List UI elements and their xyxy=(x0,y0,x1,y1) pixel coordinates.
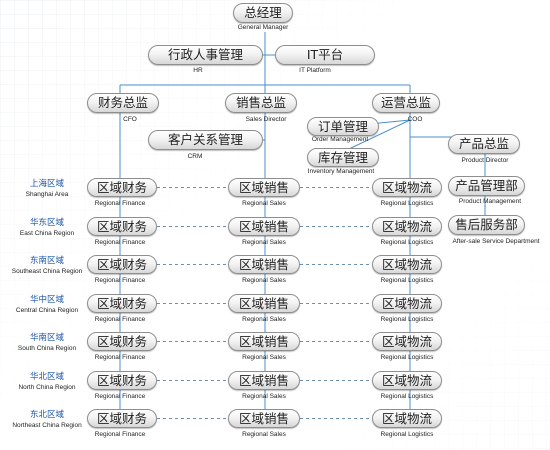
product-director-label: Product Director xyxy=(461,157,509,164)
regional-logistics-box: 区域物流 xyxy=(372,371,442,390)
it-platform-box: IT平台 xyxy=(275,45,375,65)
order-management-label: Order Management xyxy=(311,136,369,143)
regional-finance-label: Regional Finance xyxy=(94,393,146,400)
regional-logistics-box: 区域物流 xyxy=(372,332,442,351)
regional-logistics-box: 区域物流 xyxy=(372,178,442,197)
after-sale-service-label: After-sale Service Department xyxy=(452,238,540,245)
coo-box: 运营总监 xyxy=(372,93,440,113)
regional-sales-box: 区域销售 xyxy=(228,255,300,274)
regional-finance-box: 区域财务 xyxy=(87,178,157,197)
general-manager-label: General Manager xyxy=(237,24,289,31)
regional-logistics-box: 区域物流 xyxy=(372,217,442,236)
region-name-en: North China Region xyxy=(18,384,76,391)
regional-sales-label: Regional Sales xyxy=(242,200,286,207)
region-name: 华东区域 xyxy=(29,218,64,228)
hr-box: 行政人事管理 xyxy=(148,45,263,65)
product-management-label: Product Management xyxy=(458,198,522,205)
cfo-box: 财务总监 xyxy=(87,93,159,113)
region-label: 东北区域 Northeast China Region xyxy=(4,410,90,430)
inventory-management-box: 库存管理 xyxy=(307,148,379,167)
regional-sales-box: 区域销售 xyxy=(228,294,300,313)
sales-director-label: Sales Director xyxy=(245,116,287,123)
regional-logistics-label: Regional Logistics xyxy=(380,277,434,284)
region-name-en: Central China Region xyxy=(15,307,79,314)
region-name: 华南区域 xyxy=(29,333,64,343)
regional-logistics-label: Regional Logistics xyxy=(380,200,434,207)
region-label: 华东区域 East China Region xyxy=(4,218,90,238)
order-management-box: 订单管理 xyxy=(307,117,379,136)
region-label: 华南区域 South China Region xyxy=(4,333,90,353)
regional-sales-box: 区域销售 xyxy=(228,178,300,197)
product-director-box: 产品总监 xyxy=(448,134,520,154)
regional-finance-box: 区域财务 xyxy=(87,217,157,236)
region-name: 华北区域 xyxy=(29,372,64,382)
regional-sales-label: Regional Sales xyxy=(242,431,286,438)
region-label: 华中区域 Central China Region xyxy=(4,295,90,315)
regional-sales-box: 区域销售 xyxy=(228,409,300,428)
region-name: 上海区域 xyxy=(29,179,64,189)
after-sale-service-box: 售后服务部 xyxy=(448,215,525,235)
regional-finance-box: 区域财务 xyxy=(87,255,157,274)
crm-label: CRM xyxy=(187,153,203,160)
product-management-box: 产品管理部 xyxy=(448,176,525,196)
inventory-management-label: Inventory Management xyxy=(307,168,375,175)
region-label: 上海区域 Shanghai Area xyxy=(4,179,90,199)
region-label: 华北区域 North China Region xyxy=(4,372,90,392)
regional-logistics-box: 区域物流 xyxy=(372,294,442,313)
regional-sales-label: Regional Sales xyxy=(242,393,286,400)
regional-finance-box: 区域财务 xyxy=(87,294,157,313)
regional-sales-label: Regional Sales xyxy=(242,239,286,246)
it-platform-label: IT Platform xyxy=(299,67,331,74)
regional-logistics-label: Regional Logistics xyxy=(380,431,434,438)
regional-sales-box: 区域销售 xyxy=(228,332,300,351)
regional-finance-box: 区域财务 xyxy=(87,409,157,428)
region-name: 东南区域 xyxy=(29,256,64,266)
regional-logistics-label: Regional Logistics xyxy=(380,393,434,400)
region-name-en: Northeast China Region xyxy=(12,422,82,429)
cfo-label: CFO xyxy=(123,116,137,123)
regional-finance-label: Regional Finance xyxy=(94,200,146,207)
sales-director-box: 销售总监 xyxy=(225,93,297,113)
regional-finance-label: Regional Finance xyxy=(94,277,146,284)
regional-sales-box: 区域销售 xyxy=(228,371,300,390)
regional-logistics-box: 区域物流 xyxy=(372,255,442,274)
regional-finance-label: Regional Finance xyxy=(94,431,146,438)
regional-sales-box: 区域销售 xyxy=(228,217,300,236)
regional-logistics-label: Regional Logistics xyxy=(380,316,434,323)
region-name-en: Southeast China Region xyxy=(11,268,83,275)
region-label: 东南区域 Southeast China Region xyxy=(4,256,90,276)
crm-box: 客户关系管理 xyxy=(148,130,263,150)
regional-finance-box: 区域财务 xyxy=(87,371,157,390)
regional-finance-box: 区域财务 xyxy=(87,332,157,351)
regional-sales-label: Regional Sales xyxy=(242,277,286,284)
hr-label: HR xyxy=(193,67,203,74)
region-name-en: South China Region xyxy=(17,345,77,352)
regional-sales-label: Regional Sales xyxy=(242,354,286,361)
regional-logistics-label: Regional Logistics xyxy=(380,354,434,361)
region-name: 东北区域 xyxy=(29,410,64,420)
regional-logistics-box: 区域物流 xyxy=(372,409,442,428)
coo-label: COO xyxy=(407,116,423,123)
region-name-en: Shanghai Area xyxy=(25,191,69,198)
regional-finance-label: Regional Finance xyxy=(94,316,146,323)
region-name-en: East China Region xyxy=(19,230,75,237)
general-manager-box: 总经理 xyxy=(233,3,293,23)
regional-sales-label: Regional Sales xyxy=(242,316,286,323)
regional-finance-label: Regional Finance xyxy=(94,354,146,361)
regional-finance-label: Regional Finance xyxy=(94,239,146,246)
region-name: 华中区域 xyxy=(29,295,64,305)
regional-logistics-label: Regional Logistics xyxy=(380,239,434,246)
